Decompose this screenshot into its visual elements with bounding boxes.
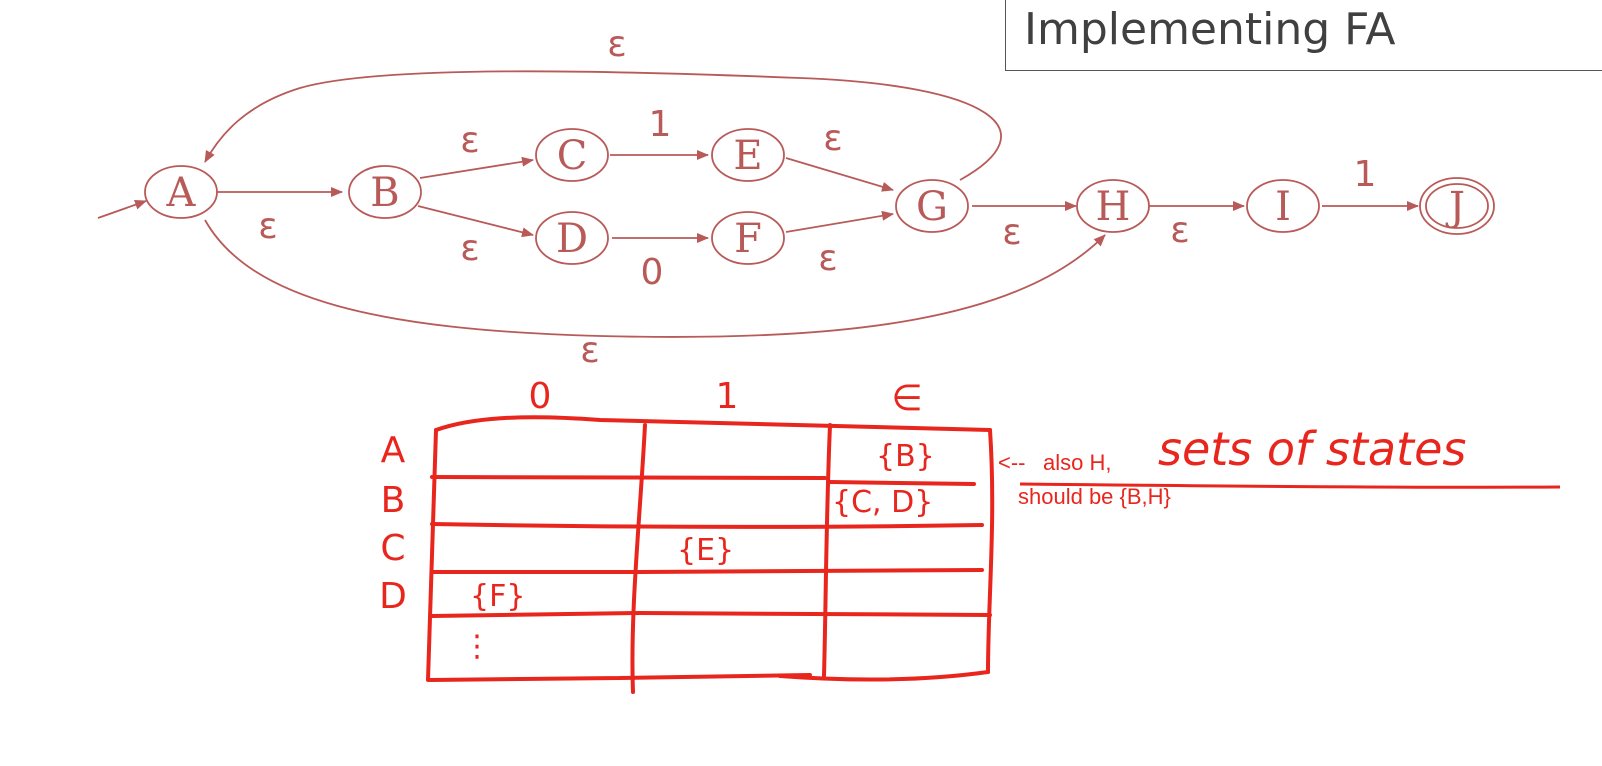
- cell-ellipsis: ⋮: [462, 629, 492, 664]
- state-label-a: A: [166, 170, 197, 216]
- state-d: [535, 211, 609, 265]
- row-header-b: B: [381, 480, 406, 521]
- table-row-line-2: [430, 522, 984, 529]
- slide-title: Implementing FA: [1024, 4, 1396, 55]
- table-divider-2: [822, 423, 832, 678]
- label-e-g: ε: [823, 118, 842, 159]
- edge-a-h: [204, 219, 1106, 338]
- note-arrow: <--: [998, 450, 1026, 475]
- table-row-line-1: [430, 475, 827, 480]
- label-c-e: 1: [649, 104, 672, 145]
- label-g-a: ε: [607, 24, 626, 65]
- table-row-line-1b: [828, 480, 976, 486]
- label-a-b: ε: [258, 206, 277, 247]
- label-b-d: ε: [460, 228, 479, 269]
- state-i: [1246, 179, 1320, 233]
- cell-b-eps: {C, D}: [832, 485, 933, 520]
- note-line1: also H,: [1043, 450, 1111, 475]
- table-top-border: [434, 415, 992, 432]
- label-g-h: ε: [1002, 212, 1021, 253]
- state-label-i: I: [1275, 184, 1291, 230]
- edge-b-d: [417, 205, 534, 238]
- state-label-j: J: [1445, 184, 1465, 230]
- note-sets-of-states: sets of states: [1158, 422, 1466, 476]
- edge-start: [97, 199, 147, 219]
- label-i-j: 1: [1354, 154, 1377, 195]
- table-left-border: [426, 428, 438, 682]
- slide-title-box: Implementing FA: [1005, 0, 1602, 71]
- state-label-g: G: [916, 184, 948, 230]
- state-c: [535, 128, 609, 182]
- state-b: [348, 165, 422, 219]
- col-header-eps: ∈: [891, 378, 922, 419]
- edge-e-g: [785, 157, 894, 192]
- note-line2: should be {B,H}: [1018, 484, 1171, 509]
- state-h: [1076, 179, 1150, 233]
- table-right-border: [986, 428, 995, 674]
- row-header-a: A: [381, 430, 406, 471]
- col-header-0: 0: [529, 376, 552, 417]
- label-a-h: ε: [580, 330, 599, 371]
- state-label-e: E: [733, 133, 762, 179]
- label-b-c: ε: [460, 120, 479, 161]
- cell-c-1: {E}: [677, 533, 734, 568]
- table-divider-1: [630, 423, 647, 694]
- state-label-h: H: [1096, 184, 1131, 230]
- table-row-line-3: [430, 568, 984, 574]
- row-header-c: C: [380, 528, 405, 569]
- state-label-c: C: [557, 133, 588, 179]
- col-header-1: 1: [716, 376, 739, 417]
- state-g: [895, 179, 969, 233]
- state-f: [711, 211, 785, 265]
- state-a: [144, 165, 218, 219]
- row-header-d: D: [379, 576, 407, 617]
- cell-d-0: {F}: [470, 579, 525, 614]
- cell-a-eps: {B}: [876, 439, 935, 474]
- label-d-f: 0: [641, 252, 664, 293]
- state-e: [711, 128, 785, 182]
- state-label-d: D: [556, 216, 588, 262]
- table-row-line-4: [430, 610, 992, 618]
- label-h-i: ε: [1170, 210, 1189, 251]
- note-underline: [1019, 482, 1561, 489]
- edge-g-a: [204, 70, 1002, 181]
- state-label-f: F: [734, 216, 762, 262]
- state-j-inner: [1425, 183, 1489, 229]
- label-f-g: ε: [818, 238, 837, 279]
- table-bottom-border: [428, 670, 990, 682]
- edge-f-g: [785, 210, 894, 233]
- state-label-b: B: [370, 170, 399, 216]
- transition-table: [426, 415, 995, 694]
- edge-b-c: [419, 156, 534, 179]
